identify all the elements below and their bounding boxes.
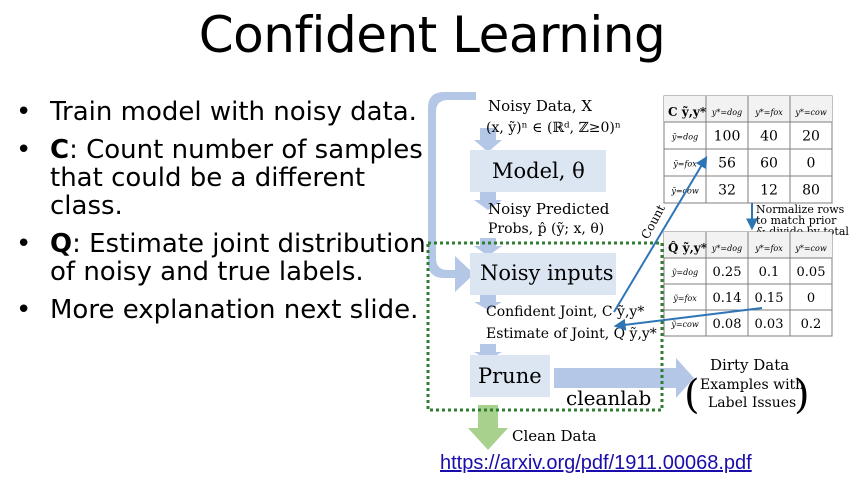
normalize-line2: to match prior xyxy=(756,214,837,227)
table-col-header: y*=fox xyxy=(754,244,783,253)
table-row-label: ỹ=dog xyxy=(671,268,698,277)
normalize-line1: Normalize rows xyxy=(756,203,845,216)
arrow-prune-to-dirty xyxy=(554,358,694,398)
table-row-label: ỹ=fox xyxy=(672,160,697,169)
table-cell: 0.14 xyxy=(713,291,742,306)
noisy-data-formula: (x, ỹ)ⁿ ∈ (ℝᵈ, ℤ≥0)ⁿ xyxy=(486,120,621,136)
noisy-predicted-label: Noisy Predicted xyxy=(488,200,610,218)
arrow-clean-data xyxy=(468,405,508,450)
table-cell: 0.05 xyxy=(797,265,826,280)
prune-label: Prune xyxy=(478,364,542,388)
table-cell: 0 xyxy=(807,156,816,172)
table-cell: 0 xyxy=(807,291,815,306)
slide-title: Confident Learning xyxy=(198,6,666,64)
cleanlab-border xyxy=(426,241,664,412)
bullet-item: More explanation next slide. xyxy=(10,296,430,324)
table-cell: 0.08 xyxy=(713,317,742,332)
table-cell: 60 xyxy=(760,156,778,172)
table-corner: C ỹ,y* xyxy=(668,105,707,119)
noisy-inputs-label: Noisy inputs xyxy=(480,261,613,285)
table-cell: 12 xyxy=(760,183,778,199)
cleanlab-label: cleanlab xyxy=(566,386,651,410)
table-col-header: y*=fox xyxy=(754,108,783,117)
estimate-joint-label: Estimate of Joint, Q̂ ỹ,y* xyxy=(486,324,657,342)
bullet-item: Q: Estimate joint distribution of noisy … xyxy=(10,230,430,286)
bullet-list: Train model with noisy data. C: Count nu… xyxy=(10,98,430,334)
table-row-label: ỹ=fox xyxy=(672,294,697,303)
bullet-lead: C xyxy=(50,135,70,165)
bullet-text: More explanation next slide. xyxy=(50,295,419,325)
table-row-label: ỹ=dog xyxy=(671,133,698,142)
dirty-examples-label: Examples with xyxy=(700,377,804,393)
table-cell: 80 xyxy=(802,183,820,199)
bullet-item: Train model with noisy data. xyxy=(10,98,430,126)
loop-arrow xyxy=(428,92,476,292)
count-arrow xyxy=(613,155,708,313)
table-cell: 56 xyxy=(718,156,736,172)
model-box xyxy=(470,150,606,192)
table-cell: 40 xyxy=(760,129,778,145)
table-row-label: ỹ=cow xyxy=(670,187,699,196)
table-cell: 0.25 xyxy=(713,265,742,280)
prune-box xyxy=(470,355,550,397)
noisy-inputs-box xyxy=(470,253,616,295)
source-link[interactable]: https://arxiv.org/pdf/1911.00068.pdf xyxy=(440,452,752,474)
arrow-inputs-to-joint xyxy=(474,294,502,310)
table-corner: Q̂ ỹ,y* xyxy=(668,240,708,255)
dirty-data-label: Dirty Data xyxy=(710,356,789,374)
probs-label: Probs, p̂ (ỹ; x, θ) xyxy=(488,221,604,237)
arrow-data-to-model xyxy=(474,128,502,152)
bullet-text: : Estimate joint distribution of noisy a… xyxy=(50,229,426,287)
bullet-text: Train model with noisy data. xyxy=(50,97,417,127)
dirty-issues-label: Label Issues xyxy=(708,395,796,411)
bullet-item: C: Count number of samples that could be… xyxy=(10,136,430,220)
confident-joint-label: Confident Joint, C ỹ,y* xyxy=(486,304,644,320)
table-cell: 100 xyxy=(714,129,741,145)
q-table: Q̂ ỹ,y*y*=dog y*=fox y*=cow ỹ=dog 0.25 0.1 0.0… xyxy=(663,231,833,337)
table-col-header: y*=dog xyxy=(711,244,742,253)
table-cell: 20 xyxy=(802,129,820,145)
model-label: Model, θ xyxy=(492,159,585,183)
c-table: C ỹ,y* y*=dog y*=fox y*=cow ỹ=dog 100 40 20 ỹ=fo… xyxy=(663,95,833,204)
table-cell: 0.1 xyxy=(759,265,780,280)
clean-data-label: Clean Data xyxy=(512,427,597,445)
bullet-lead: Q xyxy=(50,229,73,259)
noisy-data-label: Noisy Data, X xyxy=(488,97,592,115)
table-cell: 32 xyxy=(718,183,736,199)
right-paren: ) xyxy=(794,372,810,418)
table-col-header: y*=dog xyxy=(711,108,742,117)
left-paren: ( xyxy=(684,372,700,418)
arrow-model-to-probs xyxy=(474,192,502,210)
table-cell: 0.2 xyxy=(801,317,822,332)
table-col-header: y*=cow xyxy=(794,244,827,253)
table-cell: 0.15 xyxy=(755,291,784,306)
table-col-header: y*=cow xyxy=(794,108,827,117)
table-row-label: ỹ=cow xyxy=(670,320,699,329)
table-cell: 0.03 xyxy=(755,317,784,332)
estimate-arrow xyxy=(613,307,763,331)
bullet-text: : Count number of samples that could be … xyxy=(50,135,423,221)
